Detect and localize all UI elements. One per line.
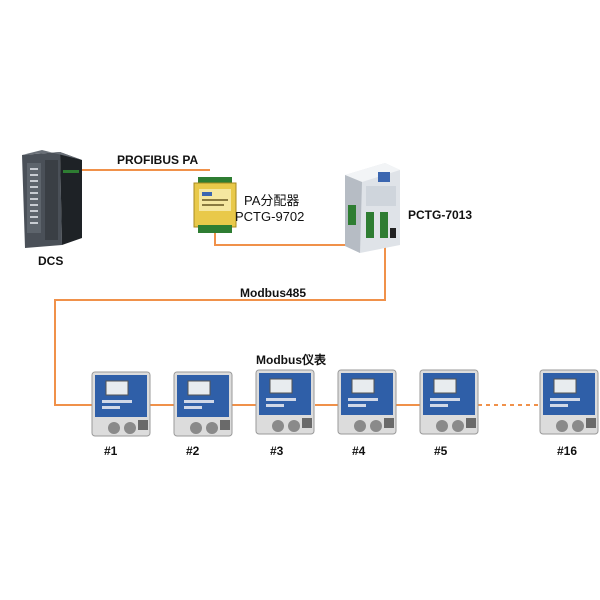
instruments-group-label: Modbus仪表 [256, 353, 326, 367]
gateway-device-icon [345, 163, 400, 253]
instrument-label: #2 [186, 444, 200, 458]
instrument-meter-icon [337, 369, 397, 435]
instrument-label: #3 [270, 444, 284, 458]
instrument-meter-icon [173, 371, 233, 437]
instrument-label: #1 [104, 444, 118, 458]
dcs-cabinet-icon [22, 150, 82, 248]
pa-distributor-model: PCTG-9702 [235, 209, 305, 224]
modbus485-label: Modbus485 [240, 286, 307, 300]
instrument-meter-icon [91, 371, 151, 437]
instrument-label: #4 [352, 444, 366, 458]
instrument-meter-icon [539, 369, 599, 435]
instrument-label: #5 [434, 444, 448, 458]
gateway-label: PCTG-7013 [408, 208, 473, 222]
modbus485-cable [54, 240, 386, 406]
pa-to-gateway-cable [214, 225, 367, 246]
profibus-pa-label: PROFIBUS PA [117, 153, 199, 167]
instrument-meter-icon [419, 369, 479, 435]
dcs-label: DCS [38, 254, 64, 268]
pa-distributor-icon [193, 177, 237, 233]
instrument-meter-icon [255, 369, 315, 435]
pa-distributor-name: PA分配器 [244, 193, 300, 208]
instrument-label: #16 [557, 444, 578, 458]
